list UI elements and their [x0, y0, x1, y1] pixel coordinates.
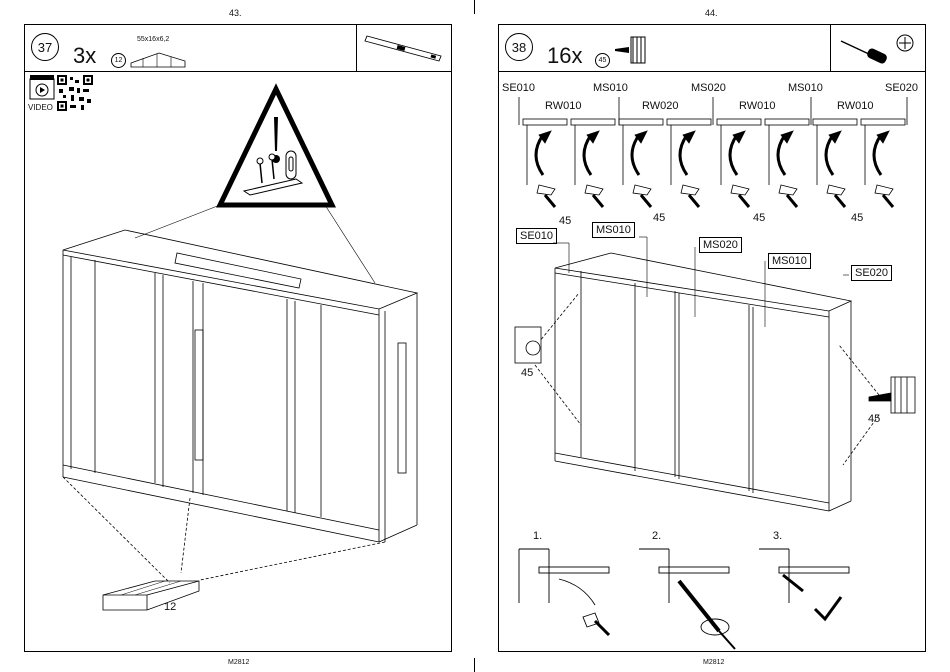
- checkmark-icon: [815, 597, 841, 619]
- crop-mark-bottom: [474, 658, 475, 672]
- side-screw-count-right: 45: [868, 413, 880, 425]
- page-number-right: 44.: [705, 8, 718, 18]
- wardrobe-illustration: [25, 25, 453, 653]
- step-38-panel: 38 16x 45 SE010 MS010 MS020 MS010 SE020 …: [498, 24, 926, 652]
- crop-mark-top: [474, 0, 475, 14]
- wedge-callout-number: 12: [164, 601, 176, 613]
- side-screw-count-left: 45: [521, 367, 533, 379]
- page-number-left: 43.: [229, 8, 242, 18]
- step-37-panel: 37 3x 12 55x16x6,2 VIDEO: [24, 24, 452, 652]
- substep-illustrations: [499, 535, 927, 655]
- footer-code-right: M2812: [703, 659, 724, 666]
- footer-code-left: M2812: [228, 659, 249, 666]
